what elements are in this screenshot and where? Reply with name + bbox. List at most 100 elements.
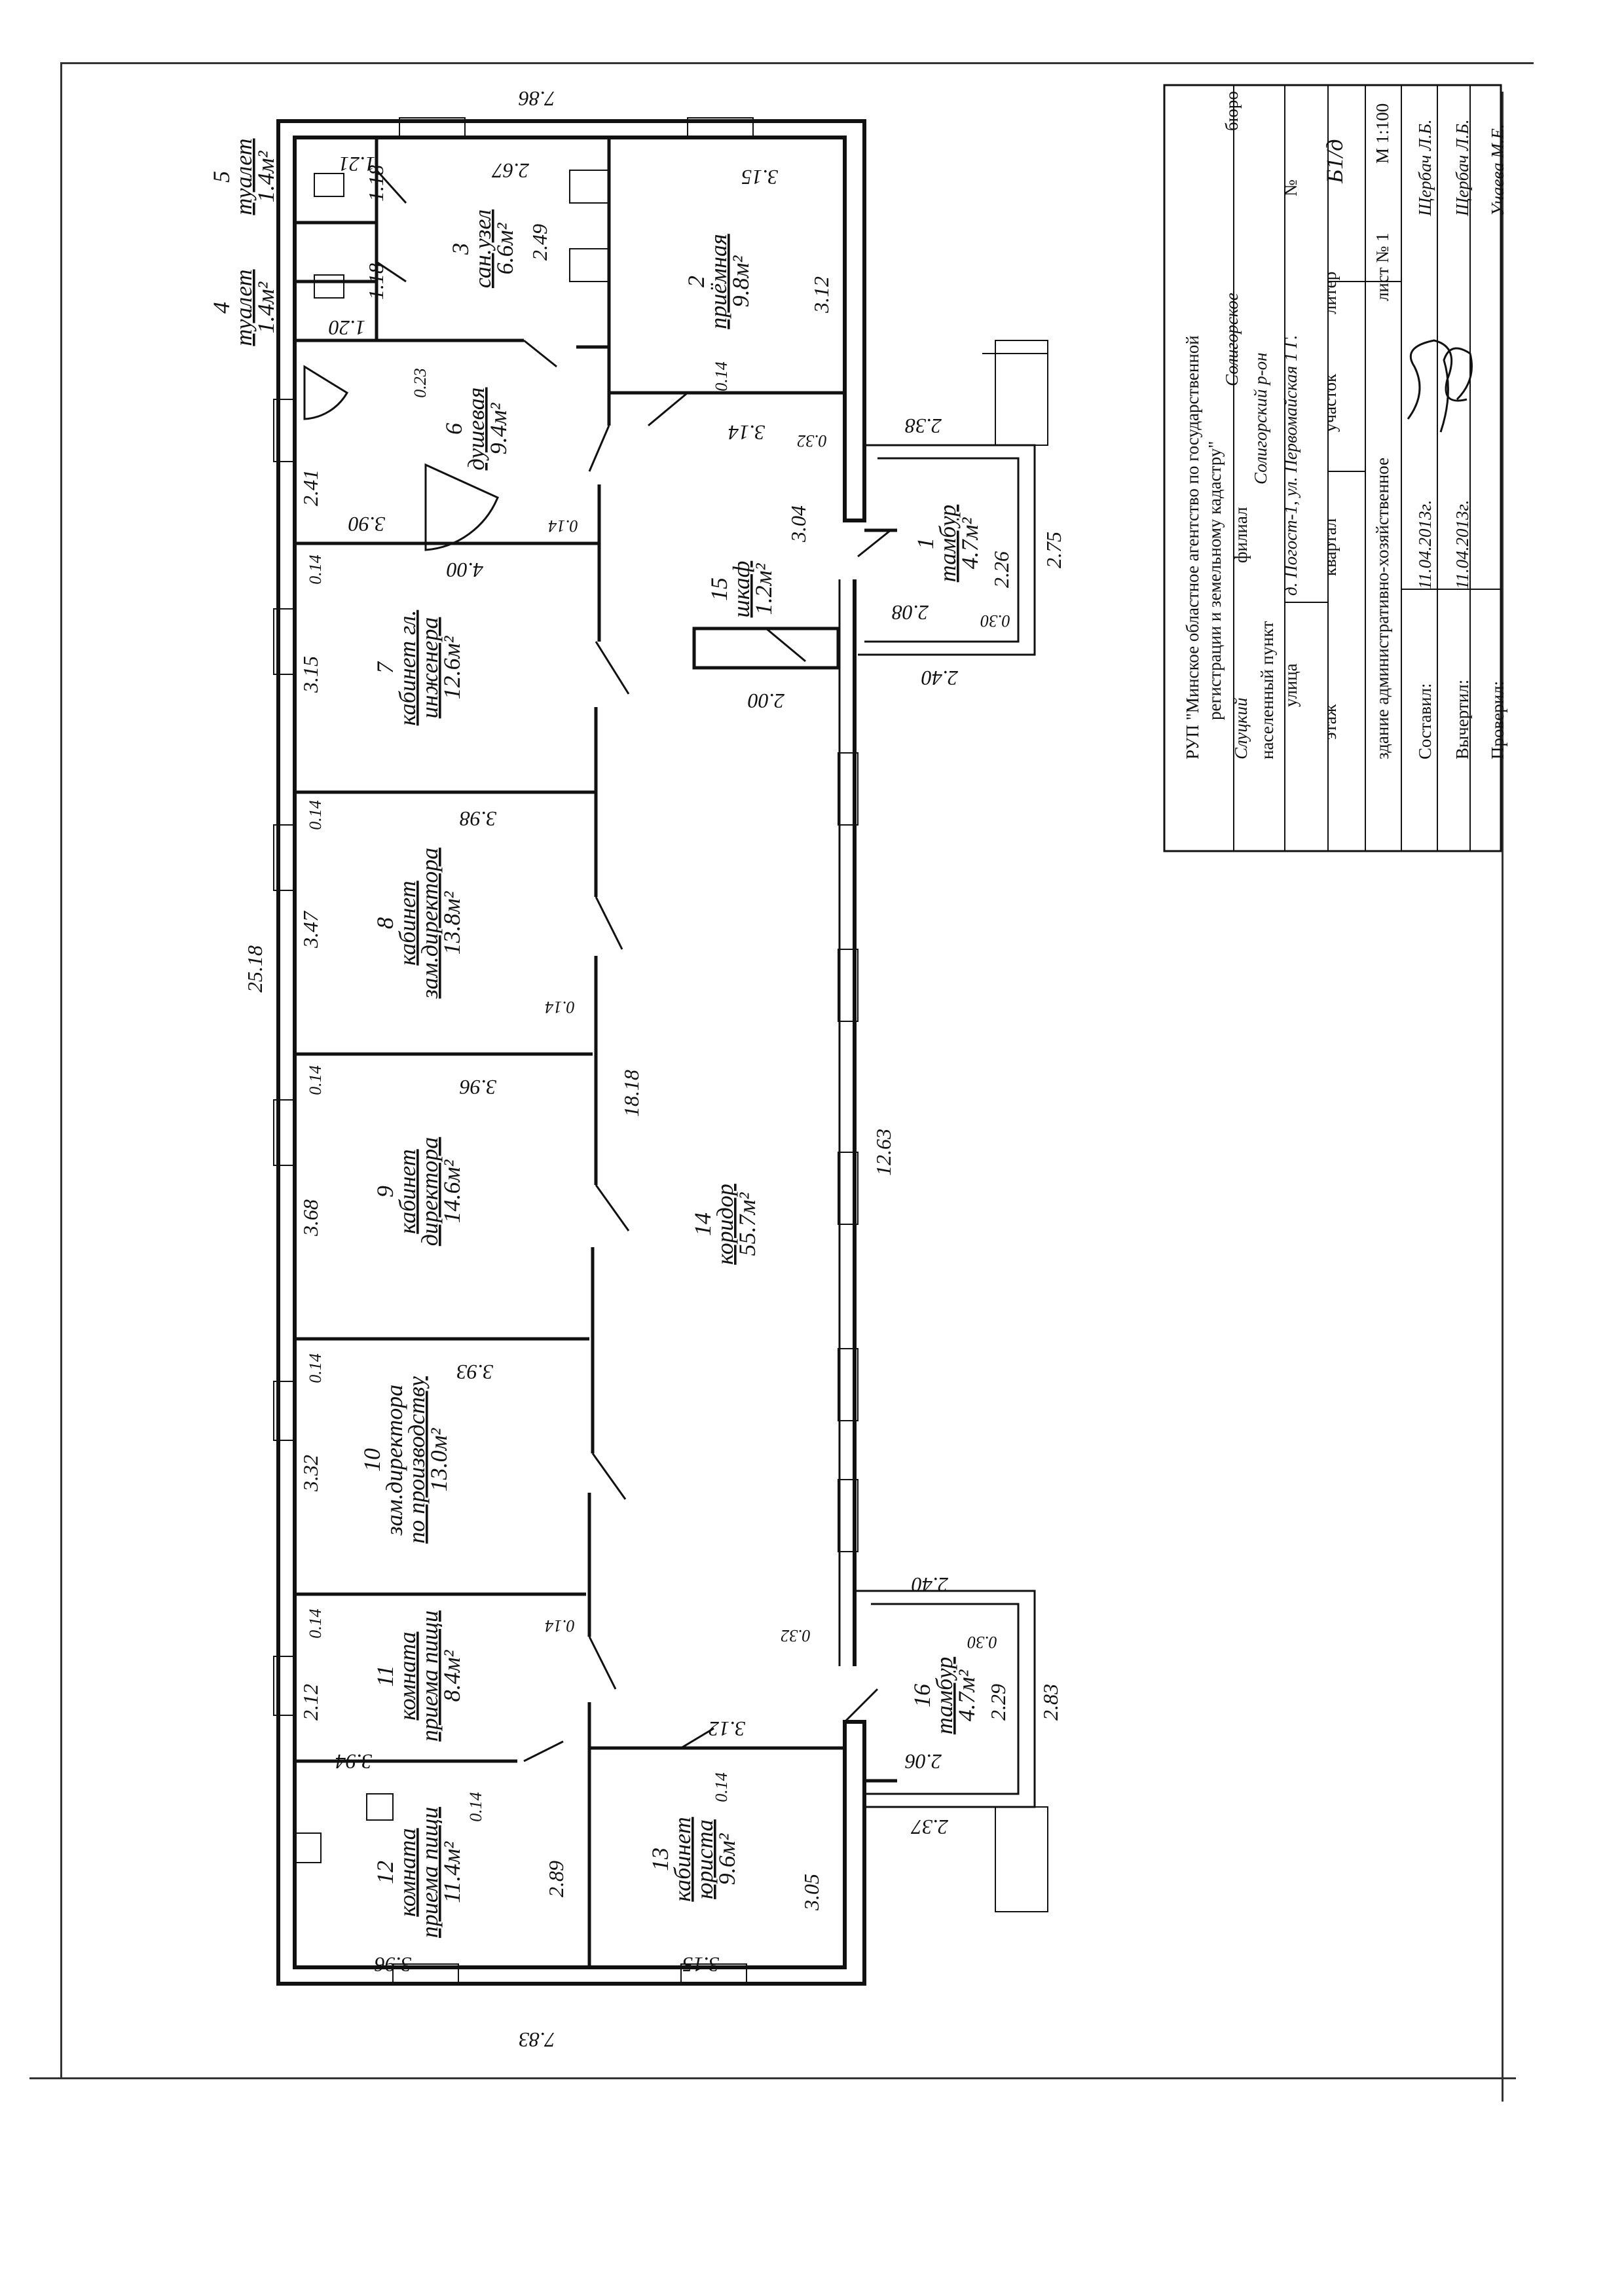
stamp-drawn-date: 11.04.2013г. — [1452, 500, 1472, 589]
dimension-d-2-40a: 2.40 — [921, 666, 958, 690]
room-10-area: 13.0м² — [426, 1427, 452, 1491]
fixtures — [294, 170, 610, 1863]
room-10-number: 10 — [359, 1448, 385, 1472]
dimension-d-4-00: 4.00 — [447, 558, 483, 582]
room-15-number: 15 — [706, 577, 732, 601]
stamp-plot-label: участок — [1320, 373, 1340, 432]
dimension-d-2-75: 2.75 — [1042, 532, 1065, 568]
stamp-bureau-value: Солигорское — [1222, 293, 1242, 386]
dimension-d-2-40b: 2.40 — [912, 1573, 948, 1597]
room-16-area: 4.7м² — [953, 1669, 980, 1721]
room-2-number: 2 — [683, 276, 709, 287]
room-14-number: 14 — [690, 1212, 716, 1236]
room-5-area: 1.4м² — [253, 150, 279, 202]
vestibule-1-walls — [858, 444, 1036, 656]
room-13-name-1: кабинет — [669, 1817, 695, 1901]
dimension-d-2-29: 2.29 — [986, 1684, 1010, 1721]
room-8-name-2: зам.директора — [416, 848, 443, 1000]
dimension-d-0-14k: 0.14 — [466, 1792, 485, 1822]
dimension-d-2-67: 2.67 — [491, 159, 529, 183]
dimension-d-3-15c: 3.15 — [682, 1953, 720, 1977]
dimension-d-0-23: 0.23 — [411, 368, 430, 398]
room-14-name: коридор — [712, 1184, 738, 1265]
room-1-number: 1 — [912, 538, 938, 549]
stamp-checked-label: Проверил: — [1488, 681, 1507, 759]
window-top-1 — [399, 117, 466, 139]
stamp-locality-label: населенный пункт — [1257, 621, 1277, 759]
dimension-d-3-47: 3.47 — [299, 910, 322, 949]
stamp-sheet-label: лист № 1 — [1373, 233, 1392, 301]
stamp-org-line1: РУП "Минское областное агентство по госу… — [1183, 335, 1202, 759]
room-12-area: 11.4м² — [439, 1841, 465, 1903]
porch-bottom — [995, 1806, 1048, 1912]
window-top-2 — [687, 117, 754, 139]
room-4-number: 4 — [208, 302, 234, 314]
dim-bottom: 7.83 — [519, 2028, 555, 2052]
vestibule-16-walls — [855, 1590, 1036, 1808]
room-6-name: душевая — [463, 388, 489, 471]
dimension-d-3-96b: 3.96 — [375, 1953, 412, 1977]
dim-east: 12.63 — [872, 1129, 895, 1176]
room-15-name: шкаф — [728, 561, 754, 618]
room-13-area: 9.6м² — [714, 1832, 740, 1885]
stamp-org-line2: регистрации и земельному кадастру" — [1205, 441, 1225, 720]
stamp-compiled-name: Щербач Л.Б. — [1415, 119, 1435, 217]
stamp-drawn-name: Щербач Л.Б. — [1452, 119, 1472, 217]
room-13-name-2: юриста — [692, 1819, 718, 1899]
room-6-area: 9.4м² — [485, 402, 511, 454]
dimension-d-3-98: 3.98 — [460, 807, 497, 831]
dimension-d-1-21: 1.21 — [339, 153, 375, 176]
room-11-name-1: комната — [394, 1631, 420, 1720]
dimension-d-3-96a: 3.96 — [460, 1076, 497, 1099]
stamp-scale-label: М 1:100 — [1373, 103, 1392, 164]
dimension-d-3-94: 3.94 — [335, 1750, 373, 1774]
dimension-d-0-14e: 0.14 — [545, 998, 575, 1017]
room-2-area: 9.8м² — [728, 255, 754, 307]
dim-overall: 25.18 — [243, 945, 267, 993]
room-5-name: туалет — [231, 138, 257, 215]
room-9-name-2: директора — [416, 1137, 443, 1247]
dimension-d-1-18a: 1.18 — [364, 165, 388, 202]
room-13-number: 13 — [647, 1848, 673, 1871]
dimension-d-0-32a: 0.32 — [797, 431, 827, 450]
dim-corridor: 18.18 — [619, 1070, 643, 1117]
stamp-litera-label: литер — [1320, 272, 1340, 314]
stamp-litera-value: Б1/д — [1321, 139, 1348, 184]
room-2-name: приёмная — [705, 234, 731, 329]
room-7-area: 12.6м² — [439, 635, 465, 699]
room-7-name-1: кабинет гл. — [394, 610, 420, 726]
dimension-d-3-90: 3.90 — [348, 513, 386, 536]
dimension-d-0-14f: 0.14 — [306, 1065, 325, 1095]
sheet-border-top — [60, 62, 1534, 64]
room-6-number: 6 — [441, 423, 467, 435]
dimension-d-3-32: 3.32 — [299, 1455, 322, 1492]
dimension-d-2-00: 2.00 — [748, 689, 784, 713]
dimension-d-3-12b: 3.12 — [709, 1717, 746, 1741]
dimension-d-3-14: 3.14 — [728, 421, 766, 445]
dimension-d-3-15b: 3.15 — [299, 656, 322, 693]
dimension-d-0-14a: 0.14 — [712, 361, 731, 392]
room-10-name-2: по производству — [403, 1376, 430, 1544]
floor-plan: 4 туалет 1.4м² 5 туалет 1.4м² 3 сан.узел… — [208, 87, 1065, 2052]
door-swings — [303, 169, 891, 1762]
sheet-border-left — [60, 62, 62, 2079]
dimension-d-2-83: 2.83 — [1039, 1684, 1062, 1721]
room-12-name-1: комната — [394, 1828, 420, 1916]
dimension-d-0-14d: 0.14 — [306, 800, 325, 830]
room-7-number: 7 — [372, 661, 398, 674]
room-11-area: 8.4м² — [439, 1649, 465, 1702]
room-3-number: 3 — [447, 243, 473, 255]
signature-mark — [1407, 339, 1473, 433]
dimension-d-0-14c: 0.14 — [306, 555, 325, 585]
dimension-d-1-18b: 1.18 — [364, 263, 388, 300]
room-15-area: 1.2м² — [750, 562, 777, 615]
windows-east — [838, 752, 858, 1552]
room-9-name-1: кабинет — [394, 1149, 420, 1233]
dimension-d-2-37: 2.37 — [910, 1815, 948, 1839]
porch-top — [995, 340, 1048, 446]
stamp-quarter-label: квартал — [1320, 519, 1340, 576]
room-7-name-2: инженера — [416, 617, 443, 719]
dimension-d-0-14j: 0.14 — [712, 1772, 731, 1802]
dimension-d-3-15a: 3.15 — [741, 166, 779, 189]
